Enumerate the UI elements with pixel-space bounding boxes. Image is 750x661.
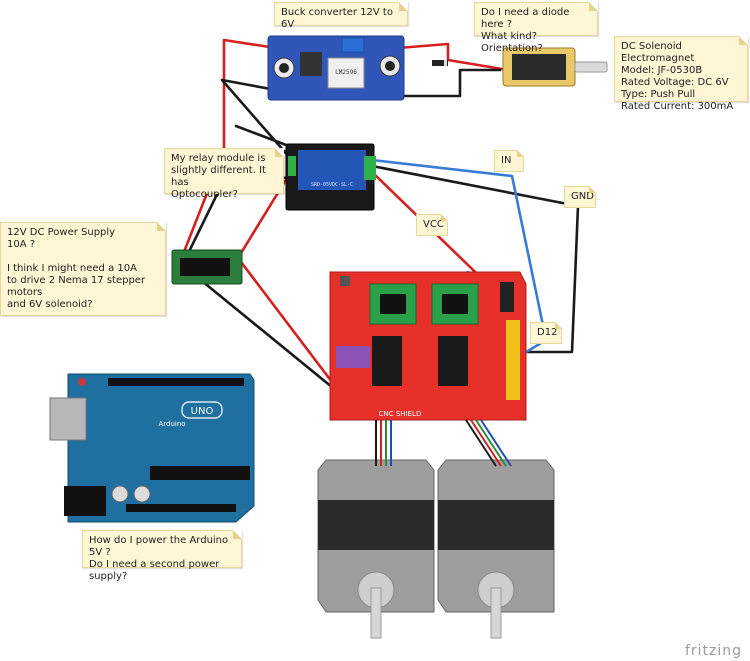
wire-black-solenoid [396,68,502,98]
note-arduino-power: How do I power the Arduino 5V ? Do I nee… [82,530,242,582]
motor-cables [375,419,512,467]
shield-label: CNC SHIELD [379,410,422,418]
note-solenoid: DC Solenoid Electromagnet Model: JF-0530… [614,36,748,112]
wire-red-buck-to-psu [178,38,278,264]
diode [432,60,448,66]
tag-gnd: GND [564,186,596,208]
buck-converter: LM2596 [267,35,405,101]
wire-red-buck-out [396,42,522,74]
note-diode: Do I need a diode here ? What kind? Orie… [474,2,598,54]
tag-vcc: VCC [416,214,448,236]
arduino-uno: Arduino UNO [49,373,255,523]
arduino-logo-text: UNO [191,406,214,417]
wire-black-psu-to-shield [184,266,340,394]
note-buck-converter: Buck converter 12V to 6V [274,2,408,30]
wire-black-relay-to-buck [234,124,296,150]
solenoid [502,47,608,87]
fritzing-watermark: fritzing [684,643,742,659]
arduino-name: Arduino [158,420,185,428]
stepper-motor-right [437,459,555,639]
wire-black-gnd [370,164,580,354]
cnc-shield: CNC SHIELD [329,271,527,421]
note-power-supply: 12V DC Power Supply 10A ? I think I migh… [0,222,166,316]
tag-d12: D12 [530,322,562,344]
wire-blue-in [370,158,548,364]
power-jack [171,249,243,285]
stepper-motor-left [317,459,435,639]
relay-label: SRD-05VDC-SL-C [311,182,353,188]
buck-chip-label: LM2596 [335,69,357,76]
relay-module: SRD-05VDC-SL-C [285,143,376,211]
note-relay: My relay module is slightly different. I… [164,148,284,200]
tag-in: IN [494,150,524,172]
